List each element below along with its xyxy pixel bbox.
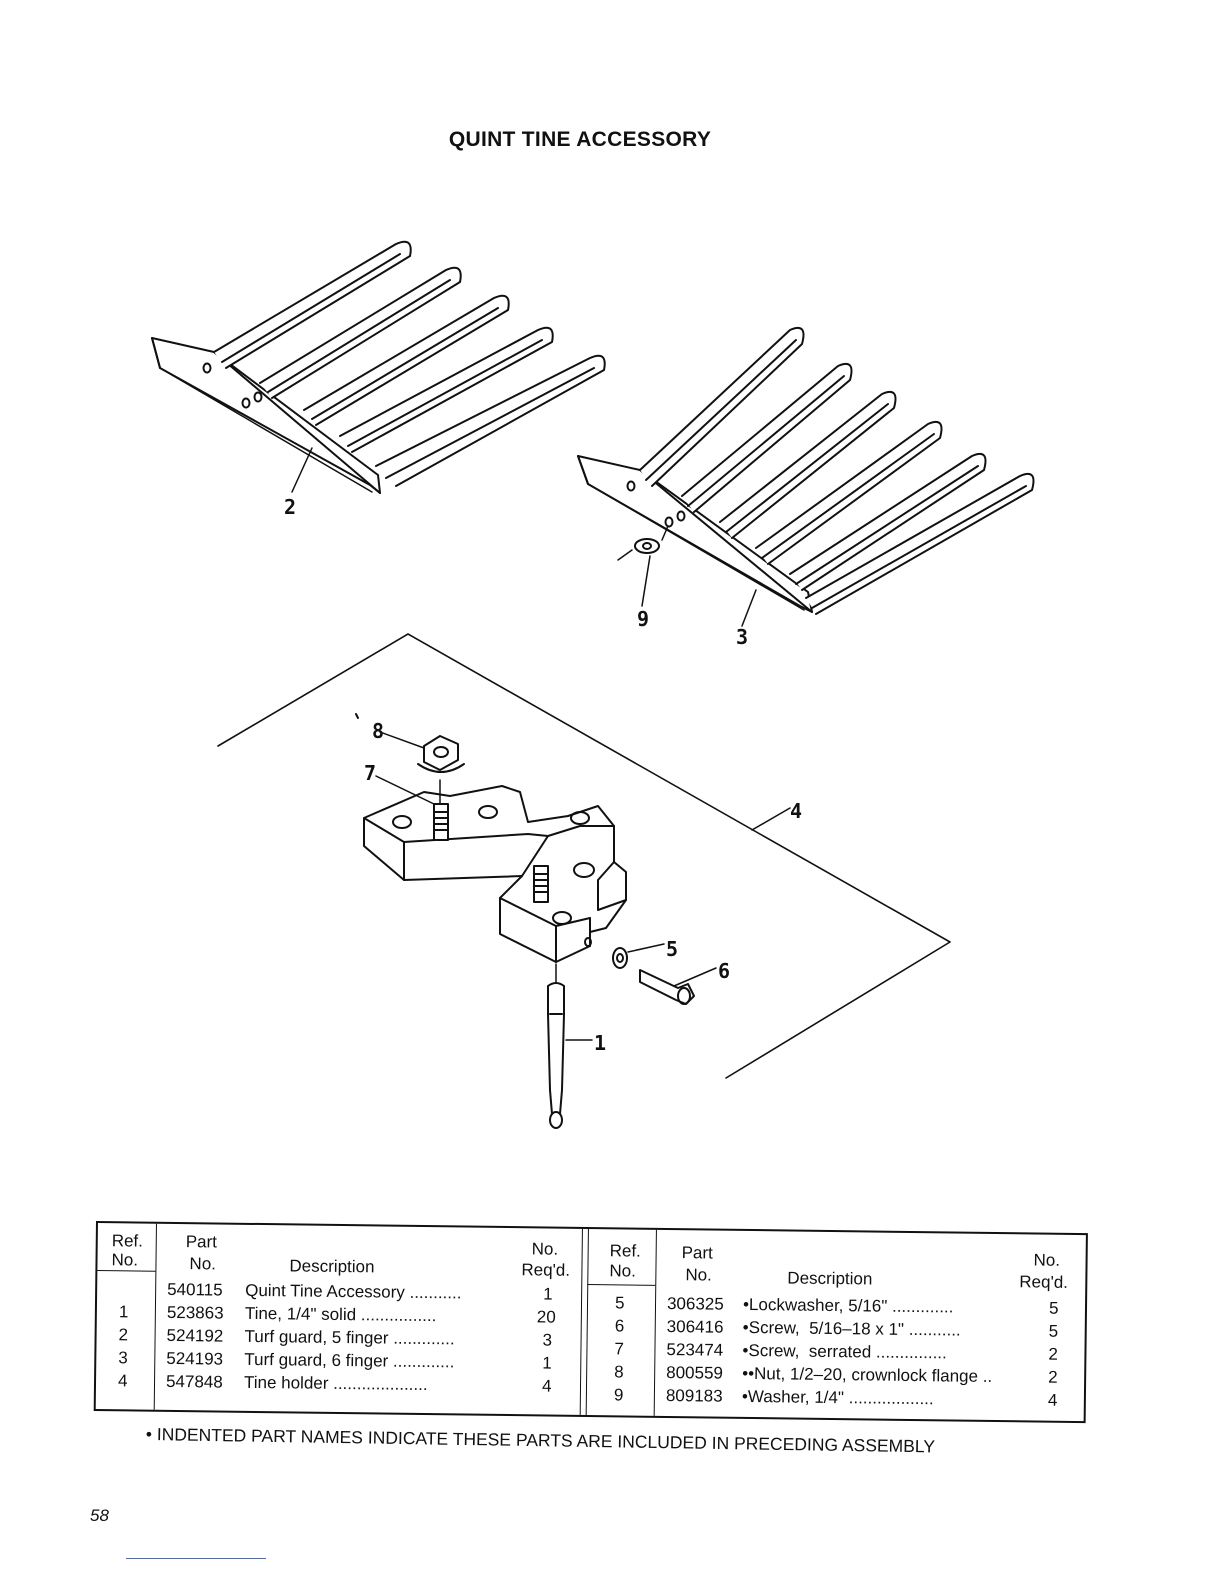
callout-3: 3 [736, 625, 748, 649]
ref-header-bottom: No. [609, 1261, 637, 1281]
exploded-parts-diagram: 2 9 3 4 8 7 5 6 1 [151, 240, 1035, 1129]
qty-header-top: No. [1033, 1250, 1061, 1270]
table-row: 9 809183 •Washer, 1/4" .................… [613, 1385, 1058, 1410]
callout-4: 4 [790, 799, 802, 823]
part-header-top: Part [185, 1232, 218, 1252]
parts-table-right: Ref. No. Part No. Description No. Req'd.… [585, 1229, 1086, 1421]
ref-header-top: Ref. [111, 1231, 144, 1251]
tine-holder [363, 731, 717, 1129]
description-header: Description [289, 1256, 375, 1277]
ref-header-top: Ref. [609, 1241, 641, 1261]
callout-7: 7 [364, 761, 376, 785]
ref-header-bottom: No. [111, 1250, 139, 1270]
callout-8: 8 [372, 719, 384, 743]
qty-header-bottom: Req'd. [521, 1260, 571, 1280]
callout-5: 5 [666, 937, 678, 961]
callout-1: 1 [594, 1031, 606, 1055]
qty-header-bottom: Req'd. [1019, 1272, 1069, 1292]
description-header: Description [787, 1268, 873, 1289]
part-header-bottom: No. [189, 1254, 217, 1274]
divider [126, 1558, 266, 1559]
page-number: 58 [90, 1506, 109, 1525]
part-header-top: Part [681, 1243, 713, 1263]
callout-6: 6 [718, 959, 730, 983]
callout-9: 9 [637, 607, 649, 631]
qty-header-top: No. [531, 1239, 559, 1259]
part-header-bottom: No. [685, 1265, 712, 1285]
table-row: 4 547848 Tine holder ...................… [117, 1371, 552, 1396]
parts-table: Ref. No. Part No. Description No. Req'd.… [93, 1221, 1088, 1424]
page-title: QUINT TINE ACCESSORY [448, 128, 712, 151]
turf-guard-5-finger [151, 240, 606, 494]
footnote: • INDENTED PART NAMES INDICATE THESE PAR… [145, 1424, 936, 1457]
callout-2: 2 [284, 495, 296, 519]
parts-table-left: Ref. No. Part No. Description No. Req'd.… [96, 1223, 583, 1415]
turf-guard-6-finger [577, 326, 1035, 627]
